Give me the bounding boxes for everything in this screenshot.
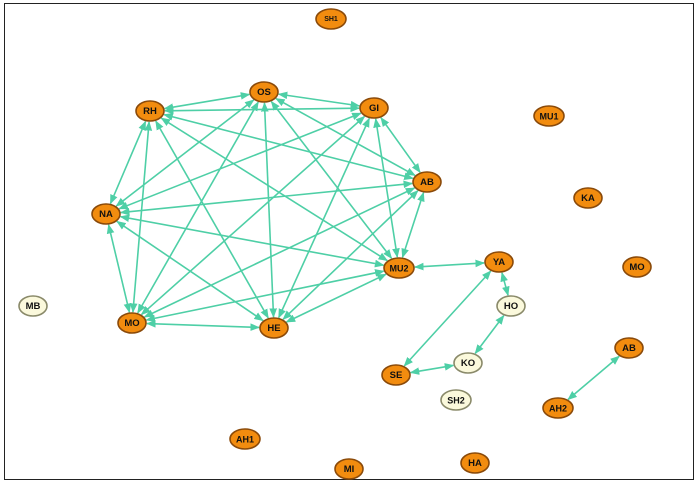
node-label: HO <box>504 301 518 312</box>
edge-ab-na <box>119 180 414 216</box>
edge-ab_2-ah2 <box>567 355 620 401</box>
node-mu1[interactable]: MU1 <box>533 105 565 127</box>
node-ka[interactable]: KA <box>573 187 603 209</box>
edge-os-gi <box>277 91 361 109</box>
edge-na-mu2 <box>119 214 385 268</box>
edge-ko-se <box>409 363 455 375</box>
edge-os-he <box>260 102 278 318</box>
node-na[interactable]: NA <box>91 203 121 225</box>
node-label: KA <box>581 193 595 204</box>
node-label: MB <box>26 301 41 312</box>
node-label: SH1 <box>324 16 338 23</box>
node-shape <box>18 295 48 317</box>
node-sh1[interactable]: SH1 <box>315 8 347 30</box>
node-rh[interactable]: RH <box>135 100 165 122</box>
node-label: MU1 <box>539 112 558 122</box>
node-label: RH <box>143 106 157 117</box>
node-gi[interactable]: GI <box>359 97 389 119</box>
node-shape <box>334 458 364 480</box>
node-ah1[interactable]: AH1 <box>229 428 261 450</box>
edge-gi-mu2 <box>373 117 400 259</box>
node-label: AB <box>420 177 434 188</box>
edge-gi-mo <box>140 115 366 316</box>
node-label: MO <box>629 262 644 273</box>
node-shape <box>440 389 472 411</box>
node-mi[interactable]: MI <box>334 458 364 480</box>
edge-mu2-he <box>285 273 387 323</box>
node-shape <box>117 312 147 334</box>
node-shape <box>249 81 279 103</box>
node-he[interactable]: HE <box>259 317 289 339</box>
node-mu2[interactable]: MU2 <box>383 257 415 279</box>
edge-rh-na <box>109 120 147 205</box>
node-ab[interactable]: AB <box>412 171 442 193</box>
node-shape <box>381 364 411 386</box>
node-label: AH1 <box>236 435 254 445</box>
node-ah2[interactable]: AH2 <box>542 397 574 419</box>
edge-layer <box>106 91 620 401</box>
node-mo[interactable]: MO <box>117 312 147 334</box>
node-shape <box>135 100 165 122</box>
node-label: HE <box>267 323 280 334</box>
edge-ya-se <box>403 270 492 367</box>
edge-mo-he <box>146 319 260 332</box>
node-shape <box>453 352 483 374</box>
node-label: AH2 <box>549 404 567 414</box>
edge-os-rh <box>163 92 251 111</box>
node-shape <box>460 452 490 474</box>
node-mo-2[interactable]: MO <box>622 256 652 278</box>
edge-gi-ab <box>380 116 421 174</box>
node-shape <box>359 97 389 119</box>
node-label: HA <box>468 458 482 469</box>
node-shape <box>229 428 261 450</box>
node-shape <box>91 203 121 225</box>
node-shape <box>484 251 514 273</box>
edge-na-mo <box>106 223 132 314</box>
node-ab-2[interactable]: AB <box>614 337 644 359</box>
node-se[interactable]: SE <box>381 364 411 386</box>
node-sh2[interactable]: SH2 <box>440 389 472 411</box>
edge-mu2-ya <box>413 259 486 271</box>
node-shape <box>412 171 442 193</box>
edge-ya-ho <box>500 271 510 297</box>
node-mb[interactable]: MB <box>18 295 48 317</box>
node-shape <box>573 187 603 209</box>
node-ya[interactable]: YA <box>484 251 514 273</box>
node-shape <box>315 8 347 30</box>
node-label: NA <box>99 209 113 220</box>
node-label: SH2 <box>447 396 465 406</box>
node-shape <box>542 397 574 419</box>
node-shape <box>614 337 644 359</box>
node-shape <box>533 105 565 127</box>
node-shape <box>496 295 526 317</box>
node-label: MO <box>124 318 139 329</box>
node-label: AB <box>622 343 636 354</box>
node-label: KO <box>461 358 475 369</box>
node-ho[interactable]: HO <box>496 295 526 317</box>
node-label: MI <box>344 464 355 475</box>
node-ko[interactable]: KO <box>453 352 483 374</box>
node-shape <box>622 256 652 278</box>
node-label: SE <box>390 370 403 381</box>
node-label: GI <box>369 103 379 114</box>
edge-ho-ko <box>474 314 505 355</box>
edge-rh-gi <box>164 104 360 115</box>
node-label: MU2 <box>389 264 408 274</box>
node-os[interactable]: OS <box>249 81 279 103</box>
node-label: YA <box>493 257 505 268</box>
edge-rh-mo <box>129 121 153 313</box>
edge-gi-na <box>118 112 362 210</box>
node-shape <box>259 317 289 339</box>
node-ha[interactable]: HA <box>460 452 490 474</box>
node-shape <box>383 257 415 279</box>
node-label: OS <box>257 87 271 98</box>
